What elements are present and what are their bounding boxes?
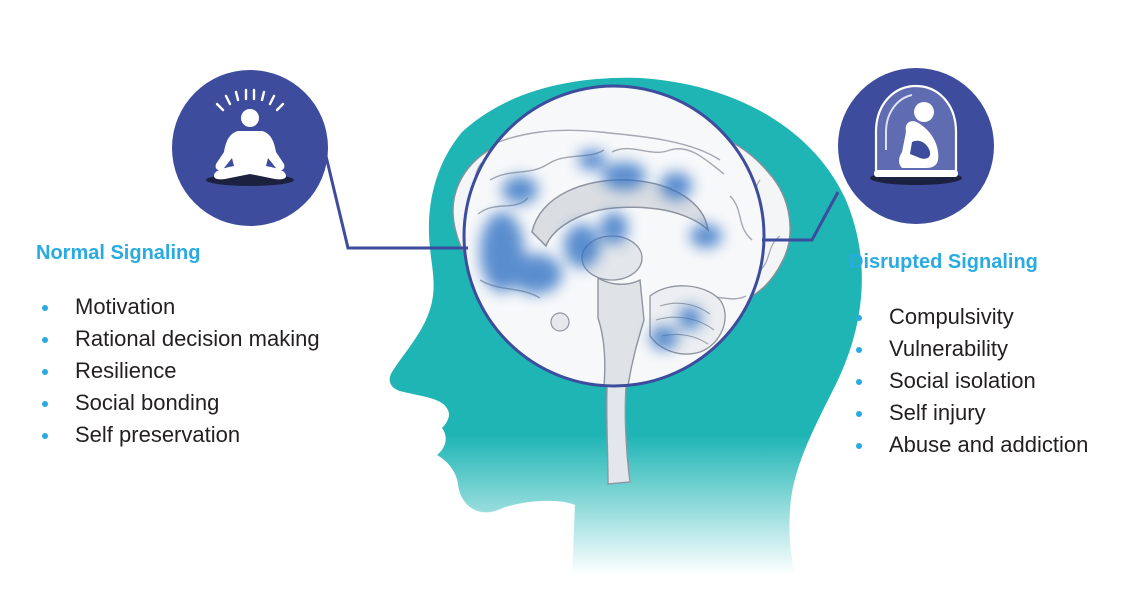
meditating-person-icon [172, 70, 328, 226]
list-item: Rational decision making [38, 323, 320, 355]
bullet-icon [856, 411, 862, 417]
normal-signaling-heading: Normal Signaling [36, 242, 201, 264]
disrupted-signaling-list: Compulsivity Vulnerability Social isolat… [852, 301, 1088, 461]
list-item: Motivation [38, 291, 320, 323]
brain-cross-section [464, 86, 764, 386]
isolated-person-under-dome-icon [838, 68, 994, 224]
magnifier-ring [462, 84, 766, 388]
bullet-icon [856, 315, 862, 321]
list-item: Self injury [852, 397, 1088, 429]
list-item: Resilience [38, 355, 320, 387]
bullet-icon [856, 443, 862, 449]
bullet-icon [42, 337, 48, 343]
list-item: Social isolation [852, 365, 1088, 397]
spinal-cord [606, 385, 631, 485]
left-connector-line [323, 151, 468, 250]
normal-signaling-list: Motivation Rational decision making Resi… [38, 291, 320, 451]
bullet-icon [42, 369, 48, 375]
list-item: Social bonding [38, 387, 320, 419]
list-item: Self preservation [38, 419, 320, 451]
disrupted-signaling-heading: Disrupted Signaling [849, 251, 1038, 273]
bullet-icon [856, 379, 862, 385]
list-item: Abuse and addiction [852, 429, 1088, 461]
bullet-icon [42, 401, 48, 407]
bullet-icon [856, 347, 862, 353]
bullet-icon [42, 305, 48, 311]
right-connector-line [762, 191, 840, 242]
list-item: Vulnerability [852, 333, 1088, 365]
bullet-icon [42, 433, 48, 439]
list-item: Compulsivity [852, 301, 1088, 333]
